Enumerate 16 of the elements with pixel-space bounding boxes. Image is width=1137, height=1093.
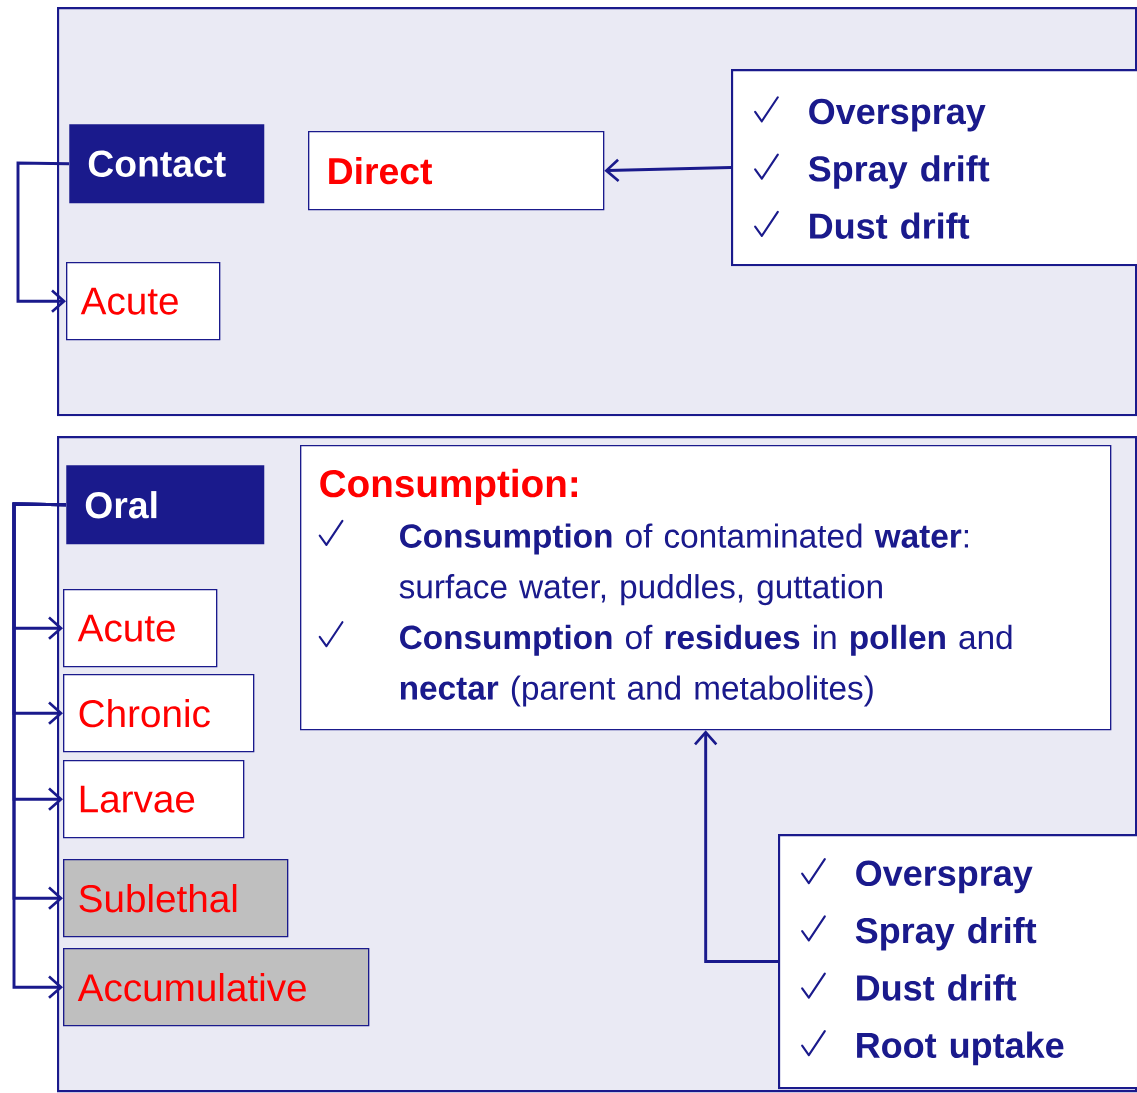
label-box: Chronic [63,674,255,753]
text-box: Consumption: Consumption of contaminated water: surface water, puddles, guttation Consumption of residues in pollen and nectar (parent and metabolites) [300,445,1112,731]
arrow [12,502,67,999]
label-box: Accumulative [63,948,370,1027]
label-box: Larvae [63,760,245,839]
arrow [16,161,70,313]
label-box: Acute [63,589,218,668]
label-box: Acute [66,262,221,341]
arrow [694,730,778,964]
heading-box: Contact [69,124,265,204]
heading-box: Oral [66,465,265,545]
label-box: Direct [308,131,605,211]
checklist-box: Overspray Spray drift Dust drift [731,69,1137,267]
checklist-box: Overspray Spray drift Dust drift Root uptake [778,834,1137,1090]
arrow [604,158,732,182]
label-box: Sublethal [63,859,289,938]
